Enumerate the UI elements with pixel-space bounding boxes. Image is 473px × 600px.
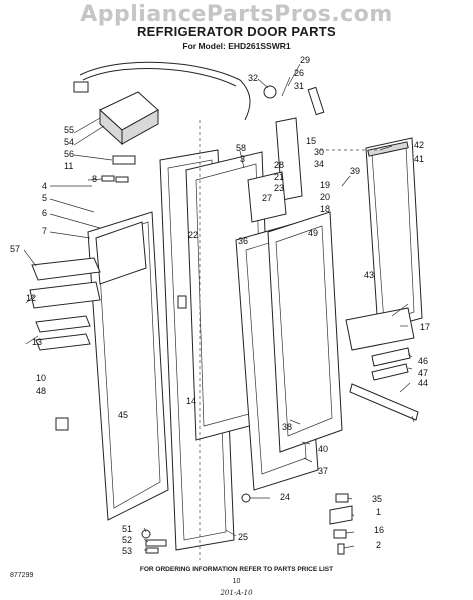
callout-13: 13: [32, 337, 42, 347]
leader-lines: [23, 63, 415, 551]
callout-2: 2: [376, 540, 381, 550]
wire-harness: [79, 61, 251, 121]
callout-21: 21: [274, 172, 284, 182]
callout-58: 58: [236, 143, 246, 153]
callout-7: 7: [42, 226, 47, 236]
callout-22: 22: [188, 230, 198, 240]
callout-55: 55: [64, 125, 74, 135]
callout-56: 56: [64, 149, 74, 159]
callout-16: 16: [374, 525, 384, 535]
door-gasket-inner: [167, 159, 227, 541]
callout-43: 43: [364, 270, 374, 280]
callout-labels: 29 32 26 31 55 54 56 58 3 15 11 28 30 34…: [10, 55, 430, 556]
callout-30: 30: [314, 147, 324, 157]
hinge-1: [329, 505, 353, 525]
callout-54: 54: [64, 137, 74, 147]
callout-37: 37: [318, 466, 328, 476]
diagram-title: REFRIGERATOR DOOR PARTS: [136, 24, 337, 39]
top-rail-42: [367, 141, 409, 157]
screw-8a: [101, 175, 115, 182]
cam-26: [263, 85, 277, 99]
callout-35: 35: [372, 494, 382, 504]
part-52: [145, 539, 167, 547]
callout-27: 27: [262, 193, 272, 203]
callout-19: 19: [320, 180, 330, 190]
drip-tray-13b: [35, 333, 91, 351]
callout-24: 24: [280, 492, 290, 502]
callout-11: 11: [64, 161, 73, 171]
drip-tray-13a: [35, 315, 91, 333]
drawing-code: 877299: [10, 572, 34, 579]
callout-52: 52: [122, 535, 132, 545]
callout-41: 41: [414, 154, 424, 164]
harness-connector: [73, 81, 89, 93]
callout-48: 48: [36, 386, 46, 396]
inner-liner-inset: [275, 225, 333, 437]
ordering-info: FOR ORDERING INFORMATION REFER TO PARTS …: [139, 566, 334, 573]
model-subtitle: For Model: EHD261SSWR1: [182, 41, 291, 51]
callout-17: 17: [420, 322, 430, 332]
callout-8: 8: [92, 174, 97, 184]
callout-25: 25: [238, 532, 248, 542]
callout-46: 46: [418, 356, 428, 366]
callout-40: 40: [318, 444, 328, 454]
screw-51: [141, 529, 151, 539]
callout-34: 34: [314, 159, 324, 169]
inner-liner: [267, 211, 343, 453]
callout-26: 26: [294, 68, 304, 78]
callout-29: 29: [300, 55, 310, 65]
callout-51: 51: [122, 524, 132, 534]
callout-20: 20: [320, 192, 330, 202]
callout-32: 32: [248, 73, 258, 83]
bin-47: [371, 363, 409, 381]
callout-57: 57: [10, 244, 20, 254]
part-11: [112, 155, 136, 165]
callout-10: 10: [36, 373, 46, 383]
callout-23: 23: [274, 183, 284, 193]
shim-16: [333, 529, 347, 539]
callout-14: 14: [186, 396, 196, 406]
screw-24: [241, 493, 251, 503]
screw-8b: [115, 176, 129, 183]
callout-47: 47: [418, 368, 428, 378]
screw-2: [337, 543, 345, 555]
callout-6: 6: [42, 208, 47, 218]
callout-18: 18: [320, 204, 330, 214]
callout-15: 15: [306, 136, 316, 146]
handwritten-note: 201-A-10: [220, 589, 253, 597]
callout-1: 1: [376, 507, 381, 517]
watermark: AppliancePartsPros.com: [80, 2, 393, 27]
callout-3: 3: [240, 154, 245, 164]
callout-42: 42: [414, 140, 424, 150]
callout-12: 12: [26, 293, 36, 303]
callout-39: 39: [350, 166, 360, 176]
callout-53: 53: [122, 546, 132, 556]
bushing-35: [335, 493, 349, 503]
control-panel-front: [99, 108, 123, 146]
door-bin-17: [345, 307, 415, 351]
outer-door-panel: [87, 211, 169, 521]
bottom-rail-44: [349, 383, 419, 421]
bin-46: [371, 347, 411, 367]
wire-harness-inner: [82, 68, 237, 87]
callout-4: 4: [42, 181, 47, 191]
liner-clip: [177, 295, 187, 309]
callout-28: 28: [274, 160, 284, 170]
page-number: 10: [232, 578, 241, 585]
callout-31: 31: [294, 81, 304, 91]
callout-36: 36: [238, 236, 248, 246]
clip-48: [55, 417, 69, 431]
hinge-pin-31: [307, 86, 325, 116]
dispenser-trim-57: [31, 257, 101, 281]
callout-5: 5: [42, 193, 47, 203]
callout-38: 38: [282, 422, 292, 432]
callout-49: 49: [308, 228, 318, 238]
screw-53: [145, 547, 159, 554]
hinge-bracket-27: [247, 171, 287, 223]
callout-44: 44: [418, 378, 428, 388]
callout-45-left: 45: [118, 410, 128, 420]
dispenser-bezel-12: [29, 281, 101, 309]
